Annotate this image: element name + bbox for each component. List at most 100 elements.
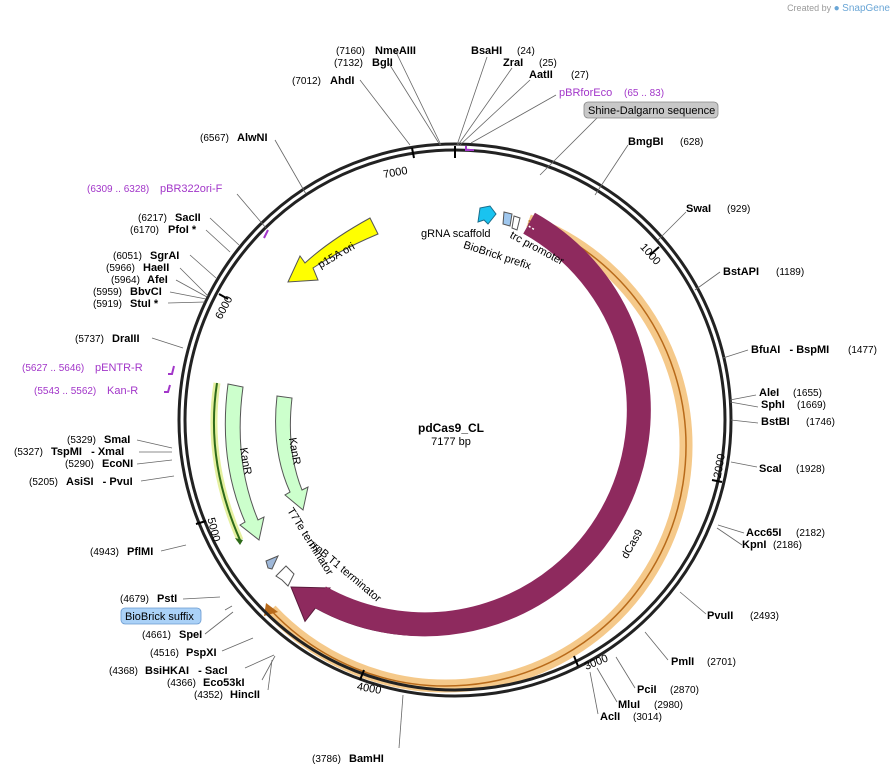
bstapi-name: BstAPI [723, 266, 759, 278]
tick-1000 [649, 246, 660, 256]
plasmid-name: pdCas9_CL [418, 421, 484, 435]
bgli-name: BglI [372, 57, 393, 69]
trc-promoter-feature [502, 211, 513, 227]
acli-name: AclI [600, 711, 620, 723]
stui-name: StuI * [130, 298, 159, 310]
asisi-pos: (5205) [29, 477, 58, 488]
bsihkai-pos: (4368) [109, 666, 138, 677]
draiii-name: DraIII [112, 333, 140, 345]
pspxi-pos: (4516) [150, 648, 179, 659]
pbr322ori-primer-name: pBR322ori-F [160, 183, 223, 195]
aatii-name: AatII [529, 69, 553, 81]
plasmid-size: 7177 bp [431, 436, 471, 448]
ahdi-pos: (7012) [292, 76, 321, 87]
afei-pos: (5964) [111, 275, 140, 286]
nmeaiii-name: NmeAIII [375, 45, 416, 57]
kanr-feature-1 [224, 383, 265, 541]
bsahi-name: BsaHI [471, 45, 502, 57]
eco53ki-name: Eco53kI [203, 677, 245, 689]
pentr-primer-pos: (5627 .. 5646) [22, 363, 84, 374]
pflmi-pos: (4943) [90, 547, 119, 558]
pbrforeco-primer-mark [465, 146, 474, 151]
asisi-name: AsiSI - PvuI [66, 476, 133, 488]
acc65i-pos: (2182) [796, 528, 825, 539]
bbvci-pos: (5959) [93, 287, 122, 298]
bfuai-pos: (1477) [848, 345, 877, 356]
spei-name: SpeI [179, 629, 202, 641]
snapgene-brand: SnapGene [842, 3, 890, 14]
pbr322ori-primer-mark [263, 229, 269, 239]
pvuii-name: PvuII [707, 610, 733, 622]
created-by-text: Created by [787, 3, 832, 13]
pbrforeco-pos: (65 .. 83) [624, 88, 664, 99]
tick-label-7000: 7000 [382, 165, 408, 181]
grna-scaffold-feature [477, 205, 497, 225]
kpni-name: KpnI [742, 539, 766, 551]
sgrai-name: SgrAI [150, 250, 179, 262]
sphi-name: SphI [761, 399, 785, 411]
bmgbi-name: BmgBI [628, 136, 663, 148]
tick-label-2000: 2000 [712, 453, 728, 479]
draiii-pos: (5737) [75, 334, 104, 345]
zrai-name: ZraI [503, 57, 523, 69]
haeii-name: HaeII [143, 262, 169, 274]
tick-label-4000: 4000 [356, 681, 382, 697]
eco53ki-pos: (4366) [167, 678, 196, 689]
tspmi-pos: (5327) [14, 447, 43, 458]
bstbi-pos: (1746) [806, 417, 835, 428]
hincii-name: HincII [230, 689, 260, 701]
dcas9-body [314, 212, 651, 637]
alwni-pos: (6567) [200, 133, 229, 144]
alei-name: AleI [759, 387, 779, 399]
bfuai-name: BfuAI - BspMI [751, 344, 829, 356]
leader-lines [136, 49, 759, 749]
sgrai-pos: (6051) [113, 251, 142, 262]
dcas9-dash-bottom [562, 613, 577, 623]
smai-name: SmaI [104, 434, 130, 446]
kanr-feature-2 [275, 395, 309, 511]
bstbi-name: BstBI [761, 416, 790, 428]
psti-pos: (4679) [120, 594, 149, 605]
mlui-name: MluI [618, 699, 640, 711]
tick-4000 [359, 669, 365, 681]
acc65i-name: Acc65I [746, 527, 781, 539]
swai-pos: (929) [727, 204, 750, 215]
tick-2000 [711, 479, 723, 483]
tick-5000 [195, 520, 207, 525]
bsihkai-name: BsiHKAI - SacI [145, 665, 228, 677]
sacii-pos: (6217) [138, 213, 167, 224]
pvuii-pos: (2493) [750, 611, 779, 622]
t7te-label: T7Te terminator [284, 506, 335, 578]
pflmi-name: PflMI [127, 546, 153, 558]
econi-name: EcoNI [102, 458, 133, 470]
bsahi-pos: (24) [517, 46, 535, 57]
sphi-pos: (1669) [797, 400, 826, 411]
tick-7000 [411, 147, 415, 159]
shine-dalgarno-label: Shine-Dalgarno sequence [588, 105, 715, 117]
pmli-pos: (2701) [707, 657, 736, 668]
dcas9-orf-line [270, 219, 687, 687]
pcii-name: PciI [637, 684, 657, 696]
kanr-label-1: KanR [237, 447, 254, 476]
kanr-orf-line [212, 382, 241, 541]
hincii-pos: (4352) [194, 690, 223, 701]
snapgene-credit: Created by ● SnapGene [787, 3, 890, 14]
econi-pos: (5290) [65, 459, 94, 470]
bamhi-name: BamHI [349, 753, 384, 765]
tick-label-5000: 5000 [204, 516, 222, 543]
kanr-label-2: KanR [286, 437, 303, 466]
bstapi-pos: (1189) [776, 267, 804, 278]
afei-name: AfeI [147, 274, 168, 286]
acli-pos: (3014) [633, 712, 662, 723]
tick-3000 [573, 655, 579, 667]
p15a-ori-feature [287, 217, 379, 283]
bamhi-pos: (3786) [312, 754, 341, 765]
biobrick-suffix-label: BioBrick suffix [125, 611, 194, 623]
bbvci-name: BbvCI [130, 286, 162, 298]
sacii-name: SacII [175, 212, 201, 224]
biobrick-suffix-box [120, 607, 202, 625]
pfoi-name: PfoI * [168, 224, 197, 236]
pcii-pos: (2870) [670, 685, 699, 696]
